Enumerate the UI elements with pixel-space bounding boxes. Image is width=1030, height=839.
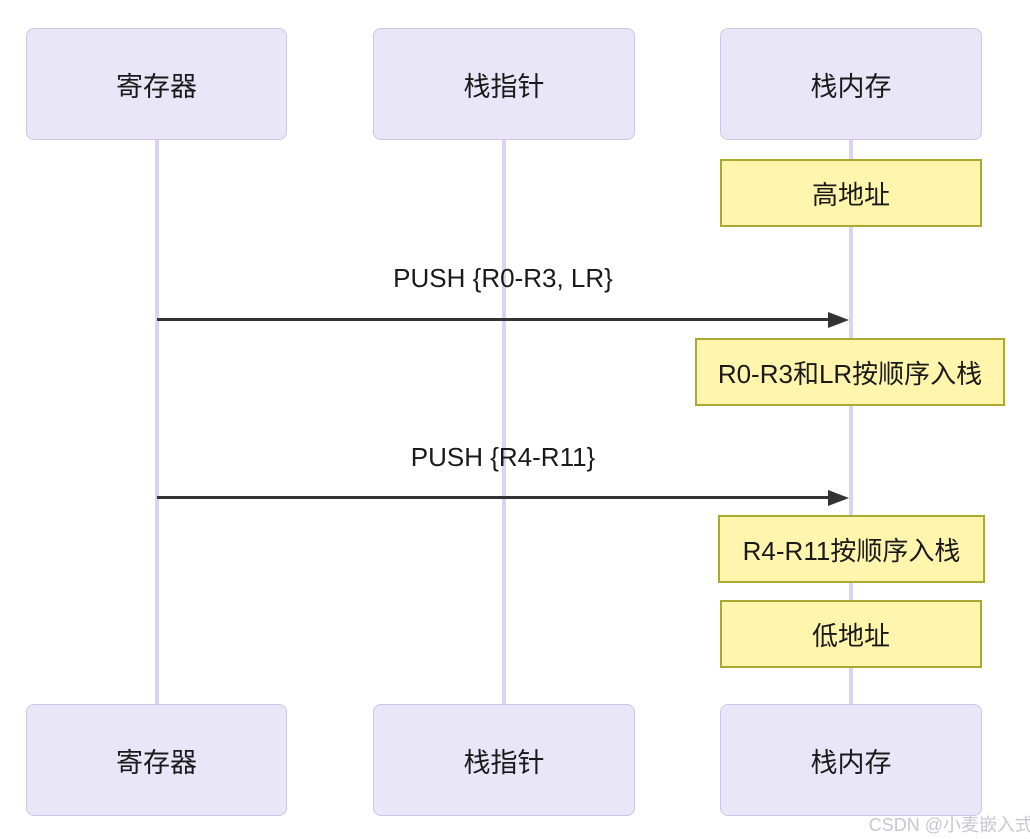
note-label: R4-R11按顺序入栈 xyxy=(742,535,961,566)
note-label: R0-R3和LR按顺序入栈 xyxy=(717,358,983,389)
lifeline-stack-pointer xyxy=(502,140,506,704)
actor-label: 寄存器 xyxy=(116,747,197,778)
arrowhead-icon xyxy=(828,312,849,328)
actor-label: 栈内存 xyxy=(810,71,892,102)
actor-bottom-stack-memory: 栈内存 xyxy=(720,704,982,816)
actor-bottom-stack-pointer: 栈指针 xyxy=(373,704,635,816)
note-label: 低地址 xyxy=(811,620,890,651)
note-low-address: 低地址 xyxy=(720,600,982,668)
arrowhead-icon xyxy=(828,490,849,506)
actor-top-stack-memory: 栈内存 xyxy=(720,28,982,140)
lifeline-stack-memory xyxy=(849,140,853,704)
actor-label: 栈指针 xyxy=(463,71,545,102)
watermark: CSDN @小麦嵌入式 xyxy=(868,815,1030,835)
actor-label: 栈内存 xyxy=(810,747,892,778)
message-arrow-push-r0-r3-lr xyxy=(157,318,828,321)
actor-top-stack-pointer: 栈指针 xyxy=(373,28,635,140)
message-label-push-r0-r3-lr: PUSH {R0-R3, LR} xyxy=(393,263,613,293)
note-high-address: 高地址 xyxy=(720,159,982,227)
note-label: 高地址 xyxy=(811,179,890,210)
lifeline-registers xyxy=(155,140,159,704)
message-label-push-r4-r11: PUSH {R4-R11} xyxy=(410,442,596,472)
note-push-r0-r3-lr: R0-R3和LR按顺序入栈 xyxy=(695,338,1005,406)
actor-top-registers: 寄存器 xyxy=(26,28,287,140)
actor-bottom-registers: 寄存器 xyxy=(26,704,287,816)
message-arrow-push-r4-r11 xyxy=(157,496,828,499)
note-push-r4-r11: R4-R11按顺序入栈 xyxy=(718,515,985,583)
actor-label: 寄存器 xyxy=(116,71,197,102)
actor-label: 栈指针 xyxy=(463,747,545,778)
